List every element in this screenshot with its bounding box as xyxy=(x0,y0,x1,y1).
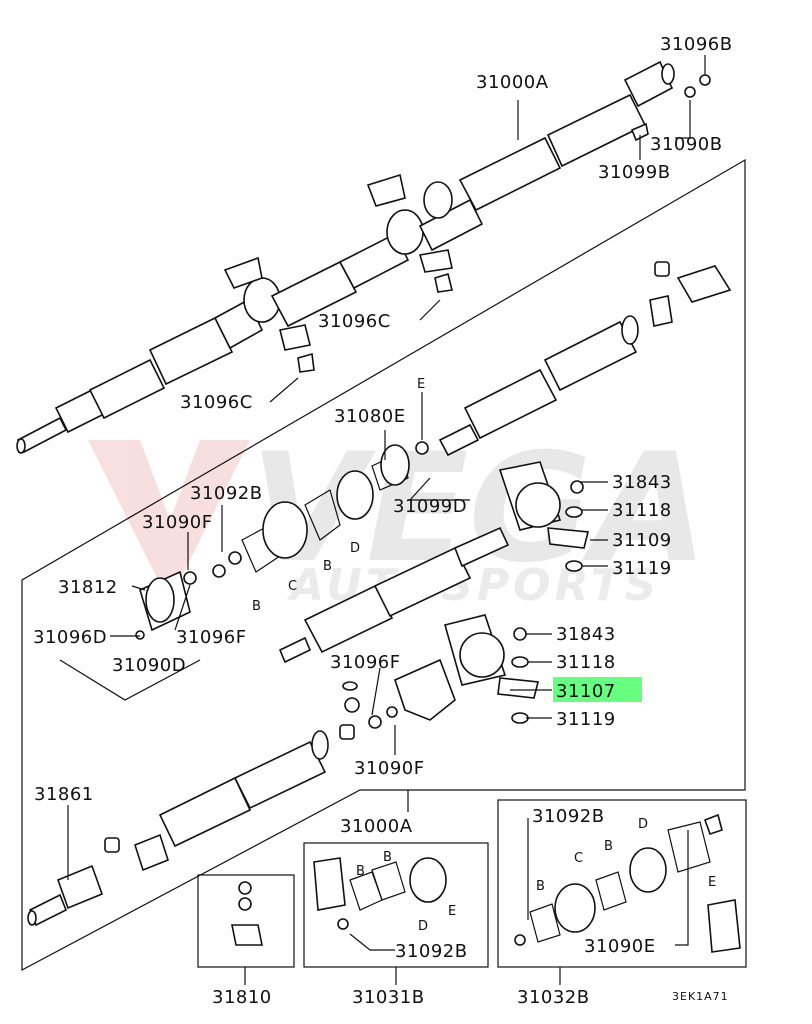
label-31080E: 31080E xyxy=(334,406,406,427)
inset-31810-parts xyxy=(231,881,263,946)
flexible-coupling-parts xyxy=(135,444,410,640)
letter-E-3: E xyxy=(708,875,716,890)
letter-E-2: E xyxy=(448,904,456,919)
label-31099B: 31099B xyxy=(598,162,671,183)
label-31096B: 31096B xyxy=(660,34,733,55)
label-31031B: 31031B xyxy=(352,987,425,1008)
letter-C-1: C xyxy=(288,579,297,594)
label-31861: 31861 xyxy=(34,784,94,805)
inset-box-31032B xyxy=(497,799,747,968)
inset-31032B-parts xyxy=(514,813,741,953)
highlight-31107 xyxy=(553,677,642,702)
inset-31031B-parts xyxy=(313,857,447,930)
label-31107: 31107 xyxy=(556,681,616,702)
upper-shaft-section xyxy=(438,261,732,457)
lower-center-shaft xyxy=(278,461,590,729)
label-31092B-2: 31092B xyxy=(395,941,468,962)
letter-D-2: D xyxy=(418,919,428,934)
letter-B-5: B xyxy=(536,879,545,894)
label-31119-2: 31119 xyxy=(556,709,616,730)
letter-B-6: B xyxy=(604,839,613,854)
label-31090B: 31090B xyxy=(650,134,723,155)
label-31096F-1: 31096F xyxy=(176,627,247,648)
label-31092B-1: 31092B xyxy=(190,483,263,504)
label-31092B-3: 31092B xyxy=(532,806,605,827)
letter-B-4: B xyxy=(383,850,392,865)
label-31843-1: 31843 xyxy=(612,472,672,493)
assembly-outline xyxy=(21,158,746,971)
label-E-top: E xyxy=(417,377,425,392)
inset-box-31810 xyxy=(197,874,295,968)
label-31119-1: 31119 xyxy=(612,558,672,579)
label-31109: 31109 xyxy=(612,530,672,551)
label-31096C-1: 31096C xyxy=(318,311,391,332)
watermark-v-logo xyxy=(88,440,250,580)
letter-C-2: C xyxy=(574,851,583,866)
label-31032B: 31032B xyxy=(517,987,590,1008)
letter-B-2: B xyxy=(323,559,332,574)
label-31090D: 31090D xyxy=(112,655,186,676)
label-31090E: 31090E xyxy=(584,936,656,957)
label-31099D: 31099D xyxy=(393,496,467,517)
label-31090F-2: 31090F xyxy=(354,758,425,779)
label-31812: 31812 xyxy=(58,577,118,598)
label-31000A-mid: 31000A xyxy=(340,816,413,837)
label-31096C-2: 31096C xyxy=(180,392,253,413)
letter-B-1: B xyxy=(252,599,261,614)
label-31810: 31810 xyxy=(212,987,272,1008)
label-31096F-2: 31096F xyxy=(330,652,401,673)
label-31096D: 31096D xyxy=(33,627,107,648)
label-31843-2: 31843 xyxy=(556,624,616,645)
letter-D-3: D xyxy=(638,817,648,832)
letter-B-3: B xyxy=(356,864,365,879)
label-31090F-1: 31090F xyxy=(142,512,213,533)
small-hardware xyxy=(297,74,711,724)
label-31000A-top: 31000A xyxy=(476,72,549,93)
label-31118-2: 31118 xyxy=(556,652,616,673)
leader-lines xyxy=(59,55,706,985)
letter-D-1: D xyxy=(350,541,360,556)
bottom-propeller-shaft xyxy=(27,724,355,927)
watermark-word1: VEGA xyxy=(250,422,708,596)
top-propeller-shaft xyxy=(16,60,675,454)
label-code: 3EK1A71 xyxy=(672,990,729,1003)
label-31118-1: 31118 xyxy=(612,500,672,521)
